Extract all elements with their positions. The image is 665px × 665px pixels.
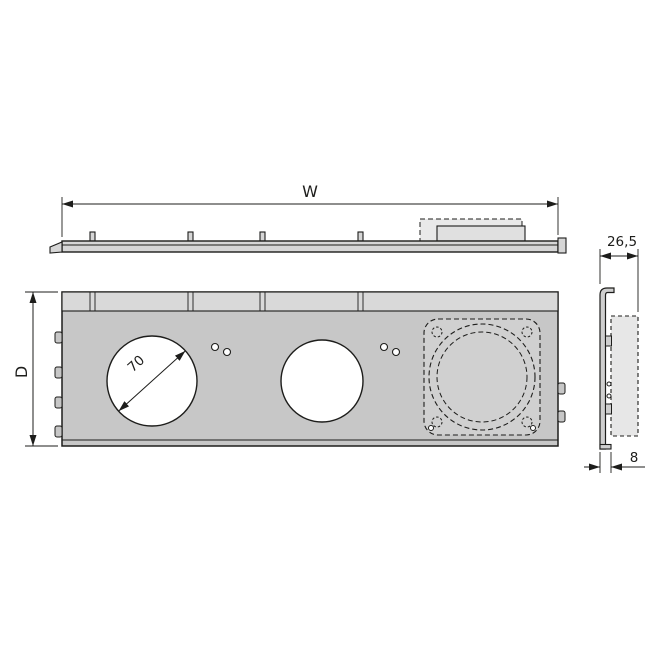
fan-corner-hole-dashed <box>431 326 443 338</box>
front-view-screw-hole <box>428 425 434 431</box>
front-view-right-tab <box>557 410 566 423</box>
front-view-screw-hole <box>222 347 232 357</box>
depth-dimension: D <box>12 291 58 447</box>
top-view-left-flange <box>49 241 63 254</box>
top-view-tab <box>187 231 194 242</box>
top-view <box>49 218 567 254</box>
front-view-screw-hole <box>379 342 389 352</box>
fan-corner-hole-dashed <box>521 416 533 428</box>
front-view-left-tab <box>54 396 63 409</box>
front-view-top-flange <box>61 291 559 312</box>
front-view-screw-hole <box>210 342 220 352</box>
depth-dimension-label: D <box>12 366 31 378</box>
side-view-clip <box>605 403 612 415</box>
front-view-screw-hole <box>530 425 536 431</box>
width-dimension-label: W <box>302 182 318 201</box>
fan-corner-hole-dashed <box>521 326 533 338</box>
top-view-plate-edge <box>61 240 559 253</box>
hole-diameter-dimension-line <box>118 350 186 412</box>
fan-corner-hole-dashed <box>431 416 443 428</box>
front-view-left-tab <box>54 366 63 379</box>
side-view-bottom-flange <box>599 443 612 450</box>
fan-cutout-inner-circle-dashed <box>436 331 528 423</box>
front-view-flange-slots <box>89 292 364 311</box>
flange-depth-label: 8 <box>630 450 639 466</box>
front-view: 70 <box>54 291 566 447</box>
fan-cutout-outer-circle-dashed <box>428 323 536 431</box>
front-view-right-tab <box>557 382 566 395</box>
side-view-fan-hidden-outline <box>610 315 639 437</box>
top-view-fan-block <box>436 225 526 242</box>
flange-depth-dimension: 8 <box>584 450 645 473</box>
side-view-detail-hole <box>606 393 612 399</box>
side-view-detail-hole <box>606 381 612 387</box>
fan-cutout-square-dashed <box>423 318 541 436</box>
side-depth-dimension: 26,5 <box>599 234 639 312</box>
front-view-hole-2 <box>280 339 364 423</box>
front-view-left-tab <box>54 331 63 344</box>
front-view-fan-cutout <box>423 318 541 436</box>
side-depth-label: 26,5 <box>607 234 637 250</box>
width-dimension: W <box>61 182 559 237</box>
side-view-clip <box>605 335 612 347</box>
side-view <box>599 287 639 450</box>
top-view-tab <box>259 231 266 242</box>
front-view-screw-hole <box>391 347 401 357</box>
top-view-tab <box>357 231 364 242</box>
top-view-right-flange <box>557 237 567 254</box>
top-view-tab <box>89 231 96 242</box>
front-view-left-tab <box>54 425 63 438</box>
side-view-plate-profile <box>599 287 615 450</box>
